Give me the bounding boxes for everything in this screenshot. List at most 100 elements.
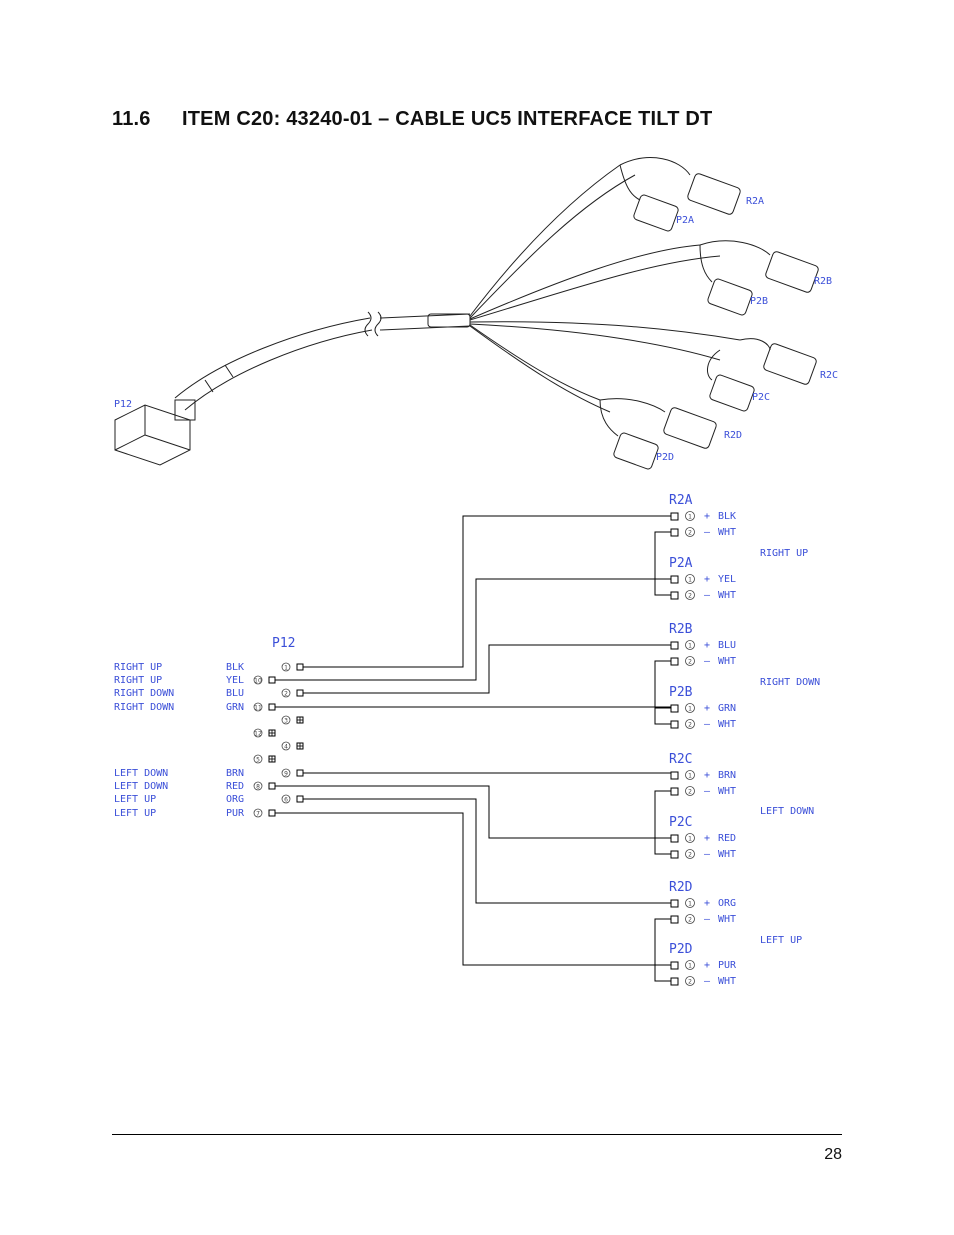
connector-pin-circle [685,786,695,796]
ground-bridge-wire [654,790,671,855]
drawing-label-r2b: R2B [814,276,832,287]
connector-pin-sign: – [704,786,711,797]
connector-wire-color: WHT [718,590,736,601]
drawing-label-p2c: P2C [752,392,770,403]
connector-terminal [670,512,679,521]
p12-wire-color: BLK [226,662,244,673]
connector-pin-circle [685,511,695,521]
drawing-label-r2d: R2D [724,430,742,441]
p12-pin-number: 9 [284,771,288,778]
group-label: RIGHT DOWN [760,677,820,688]
ground-bridge-wire [654,660,671,725]
connector-pin-circle [685,770,695,780]
connector-pin-sign: + [704,960,710,971]
signal-wire [275,812,671,966]
connector-terminal [670,657,679,666]
connector-pin-sign: – [704,719,711,730]
connector-pin-sign: + [704,898,710,909]
connector-wire-color: GRN [718,703,736,714]
p12-terminal [296,663,304,671]
connector-pin-sign: + [704,833,710,844]
connector-pin-sign: – [704,849,711,860]
footer-rule [112,1134,842,1135]
p12-pin-number: 4 [284,744,288,751]
connector-pin-number: 1 [688,643,692,650]
p12-pin-circle [253,754,263,764]
p12-pin-circle [253,781,263,791]
p12-pin-number: 7 [256,811,260,818]
connector-wire-color: BRN [718,770,736,781]
p12-pin-number: 11 [254,705,262,712]
p12-pin-circle [253,808,263,818]
connector-pin-number: 2 [688,593,692,600]
p12-pin-circle [253,728,263,738]
p12-terminal [268,809,276,817]
connector-wire-color: WHT [718,527,736,538]
drawing-label-p2d: P2D [656,452,674,463]
connector-name: P2A [669,556,693,571]
p12-pin-circle [281,715,291,725]
ground-bridge-wire [654,531,671,596]
drawing-label-r2c: R2C [820,370,838,381]
connector-terminal [670,915,679,924]
signal-wire [303,798,671,904]
p12-function-label: RIGHT UP [114,662,162,673]
connector-pin-circle [685,640,695,650]
p12-title: P12 [272,636,295,651]
connector-terminal [670,899,679,908]
signal-wire [275,578,671,681]
connector-terminal [670,850,679,859]
signal-wire [303,644,671,694]
connector-terminal [670,771,679,780]
p12-terminal [296,769,304,777]
connector-pin-circle [685,833,695,843]
section-title-text: ITEM C20: 43240-01 – CABLE UC5 INTERFACE… [182,108,713,130]
connector-name: R2D [669,880,693,895]
p12-pin-circle [281,794,291,804]
connector-pin-sign: + [704,640,710,651]
drawing-label-p2a: P2A [676,215,694,226]
p12-function-label: RIGHT DOWN [114,688,174,699]
p12-wire-color: YEL [226,675,244,686]
connector-pin-sign: – [704,914,711,925]
connector-pin-number: 2 [688,722,692,729]
connector-pin-circle [685,960,695,970]
connector-name: P2B [669,685,693,700]
connector-wire-color: BLK [718,511,736,522]
connector-pin-sign: + [704,703,710,714]
p12-wire-color: RED [226,781,244,792]
connector-wire-color: WHT [718,914,736,925]
connector-pin-circle [685,898,695,908]
p12-wire-color: BLU [226,688,244,699]
p12-function-label: LEFT DOWN [114,781,168,792]
connector-terminal [670,528,679,537]
group-label: LEFT DOWN [760,806,814,817]
connector-pin-number: 1 [688,901,692,908]
section-number: 11.6 [112,108,151,130]
connector-pin-sign: – [704,527,711,538]
connector-name: R2B [669,622,693,637]
p12-wire-color: PUR [226,808,245,819]
connector-terminal [670,834,679,843]
connector-pin-number: 1 [688,706,692,713]
connector-pin-number: 2 [688,530,692,537]
connector-pin-circle [685,703,695,713]
connector-terminal [670,787,679,796]
group-label: RIGHT UP [760,548,808,559]
connector-terminal [670,961,679,970]
p12-pin-circle [281,688,291,698]
p12-pin-number: 2 [284,691,288,698]
p12-terminal [268,782,276,790]
connector-pin-number: 2 [688,789,692,796]
p12-pin-number: 3 [284,718,288,725]
p12-pin-circle [253,675,263,685]
connector-terminal [670,720,679,729]
connector-pin-sign: – [704,976,711,987]
p12-terminal [268,676,276,684]
connector-pin-sign: + [704,574,710,585]
connector-terminal [670,977,679,986]
connector-wire-color: ORG [718,898,736,909]
connector-pin-number: 2 [688,659,692,666]
